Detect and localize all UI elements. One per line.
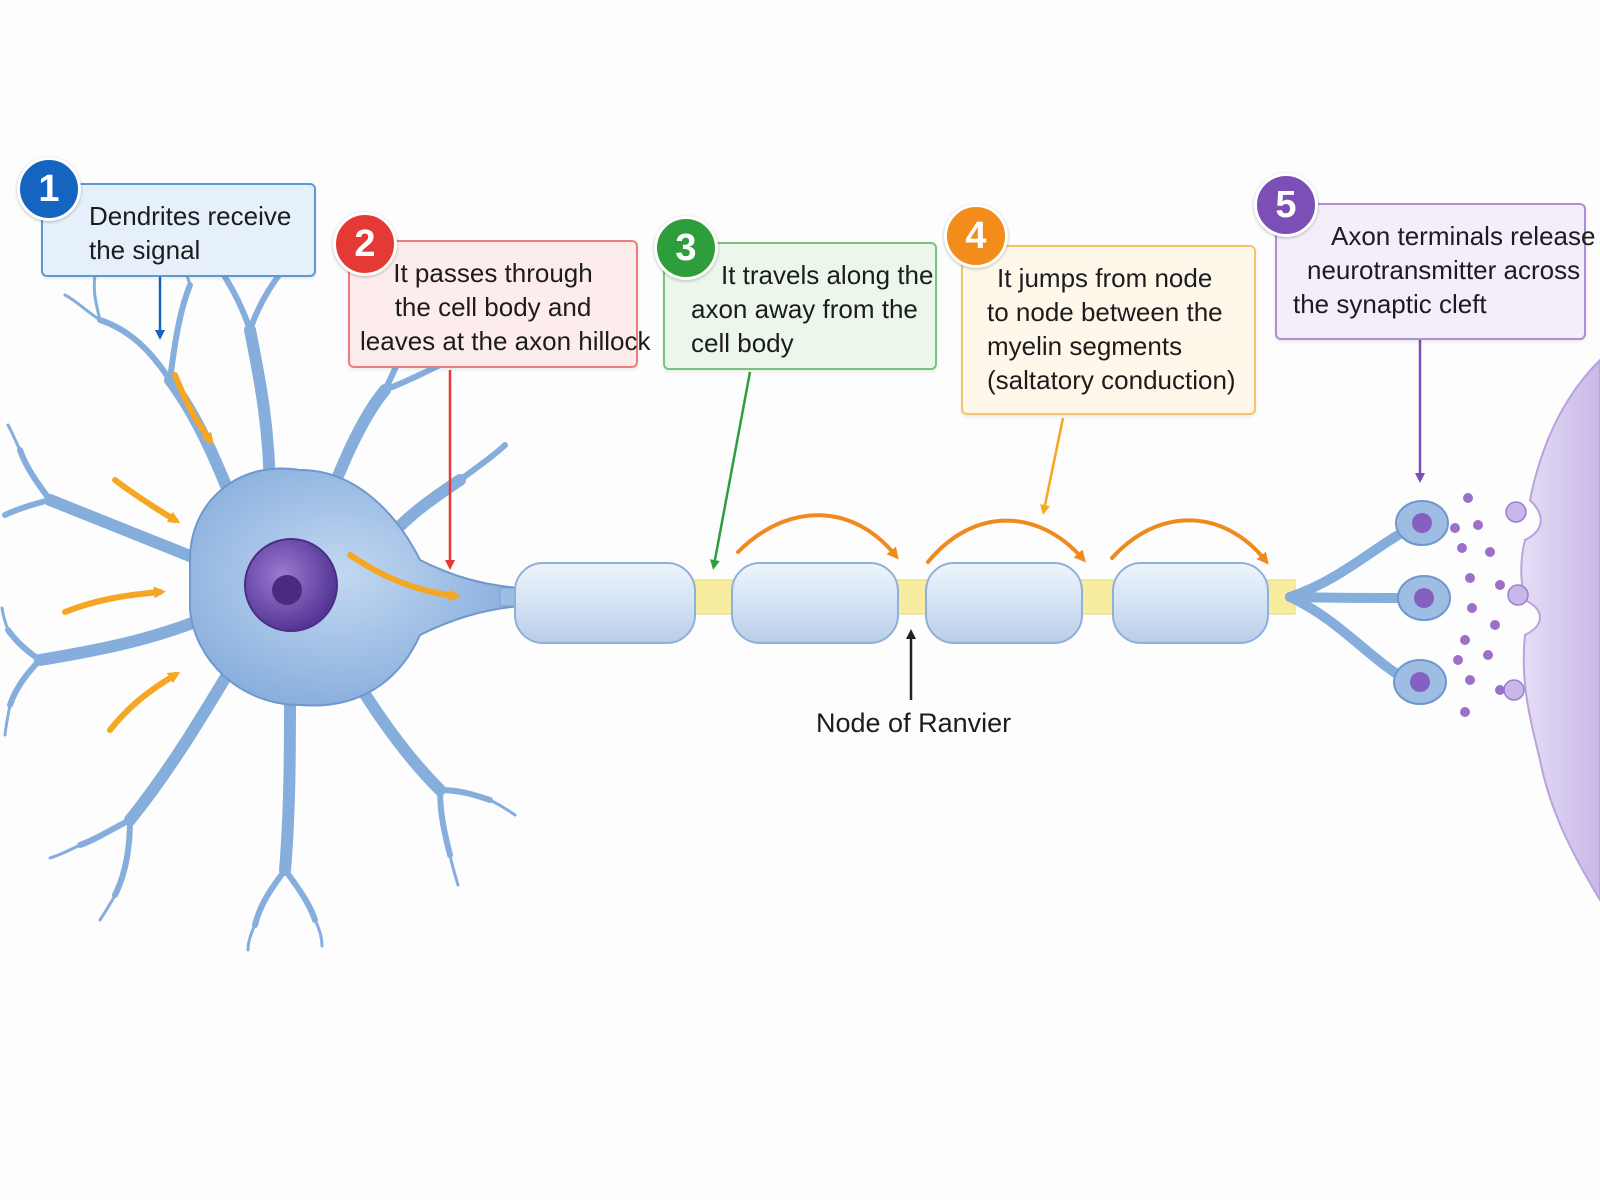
axon-terminals xyxy=(1285,523,1415,687)
node-of-ranvier-label: Node of Ranvier xyxy=(816,708,1012,738)
cell-body xyxy=(189,467,521,707)
step-5-line-1: Axon terminals release xyxy=(1331,221,1596,251)
step-2-line-1: It passes through xyxy=(393,258,593,288)
postsynaptic-membrane xyxy=(1520,358,1600,902)
step-5-line-3: the synaptic cleft xyxy=(1293,289,1487,319)
step-4-badge: 4 xyxy=(944,204,1008,268)
step-3-line-3: cell body xyxy=(691,328,794,358)
jump-arrows xyxy=(736,513,1269,565)
step-4-line-3: myelin segments xyxy=(987,331,1183,361)
step-1-badge: 1 xyxy=(17,157,81,221)
step-1-line-2: the signal xyxy=(89,235,201,265)
step-4-line-1: It jumps from node xyxy=(997,263,1213,293)
step-1-box: Dendrites receive the signal xyxy=(41,183,316,277)
pointer-arrows xyxy=(155,277,1425,700)
step-2-line-3: leaves at the axon hillock xyxy=(360,326,651,356)
myelin-segments xyxy=(514,562,1269,644)
step-1-line-1: Dendrites receive xyxy=(89,201,292,231)
step-3-line-2: axon away from the xyxy=(691,294,918,324)
step-3-line-1: It travels along the xyxy=(721,260,934,290)
step-5-line-2: neurotransmitter across xyxy=(1307,255,1581,285)
synaptic-vesicles xyxy=(1410,513,1434,692)
signal-arrows xyxy=(62,372,461,733)
step-3-badge: 3 xyxy=(654,216,718,280)
step-5-badge: 5 xyxy=(1254,173,1318,237)
step-4-line-2: to node between the xyxy=(987,297,1223,327)
neurotransmitter-molecules xyxy=(1450,493,1505,717)
step-2-badge: 2 xyxy=(333,212,397,276)
step-2-line-2: the cell body and xyxy=(394,292,592,322)
nucleolus xyxy=(272,575,302,605)
step-5-box: Axon terminals release neurotransmitter … xyxy=(1275,203,1596,340)
receptor-bumps xyxy=(1503,501,1529,701)
step-4-line-4: (saltatory conduction) xyxy=(987,365,1236,395)
step-4-box: It jumps from node to node between the m… xyxy=(961,245,1256,415)
step-2-box: It passes through the cell body and leav… xyxy=(348,240,651,368)
